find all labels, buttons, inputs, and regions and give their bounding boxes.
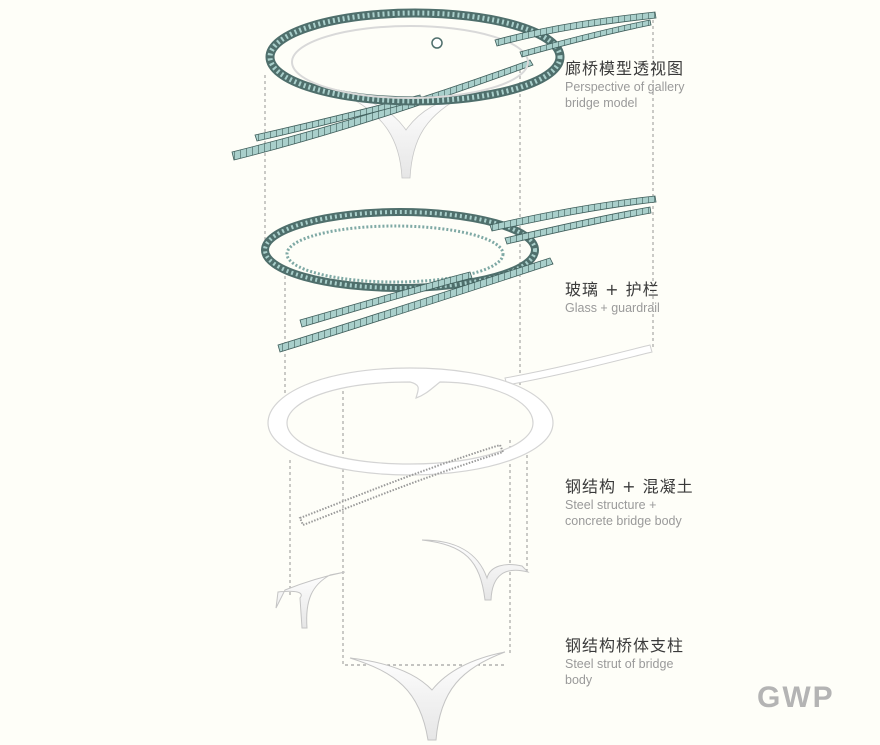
label-en-line-2: body [565,673,593,687]
glass-guardrail-layer [261,195,657,353]
steel-concrete-layer [267,344,653,527]
guardrail-ring-inner [285,224,505,284]
label-en-line-1: Glass + guardrail [565,301,660,315]
label-steel-concrete: 钢结构 + 混凝土 Steel structure + concrete bri… [565,477,715,529]
guardrail-ramp-upper [489,195,657,232]
guardrail-ramp-lower [277,257,554,353]
label-zh: 玻璃 + 护栏 [565,280,660,299]
strut-bottom-y [349,651,506,741]
guardrail-ramp-mid [299,271,473,328]
bridge-deck-ring [267,367,554,476]
label-perspective-model: 廊桥模型透视图 Perspective of gallery bridge mo… [565,59,715,111]
projection-guide-lines [264,20,654,666]
label-en-line-1: Steel structure + [565,498,657,512]
label-zh: 钢结构桥体支柱 [565,636,685,655]
steel-frame-ramp [298,443,505,527]
strut-left [275,571,346,629]
model-ring-inner [291,25,529,99]
gwp-logo: GWP [757,681,835,714]
label-zh: 廊桥模型透视图 [565,59,685,78]
label-en-line-2: bridge model [565,96,638,110]
label-zh: 钢结构 + 混凝土 [565,477,694,496]
label-en-line-2: concrete bridge body [565,514,682,528]
gallery-bridge-model [231,8,657,179]
model-ramp-upper-2 [519,19,652,58]
bridge-struts-layer [275,539,530,741]
guardrail-ramp-upper-2 [504,206,652,245]
label-en-line-1: Steel strut of bridge [565,657,674,671]
model-ramp-upper [494,11,657,47]
label-glass-guardrail: 玻璃 + 护栏 Glass + guardrail [565,280,715,316]
label-steel-strut: 钢结构桥体支柱 Steel strut of bridge body [565,636,715,688]
label-en-line-1: Perspective of gallery [565,80,685,94]
strut-right [421,539,530,601]
bridge-deck-ramp-right [504,344,653,386]
